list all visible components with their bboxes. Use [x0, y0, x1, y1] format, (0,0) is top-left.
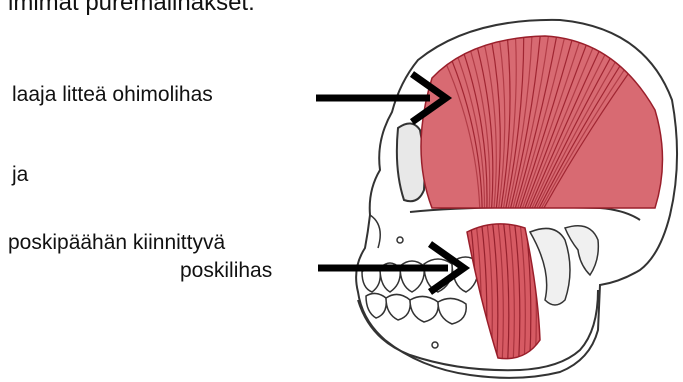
eye-socket — [397, 123, 425, 201]
arrow-temporalis — [316, 74, 446, 122]
